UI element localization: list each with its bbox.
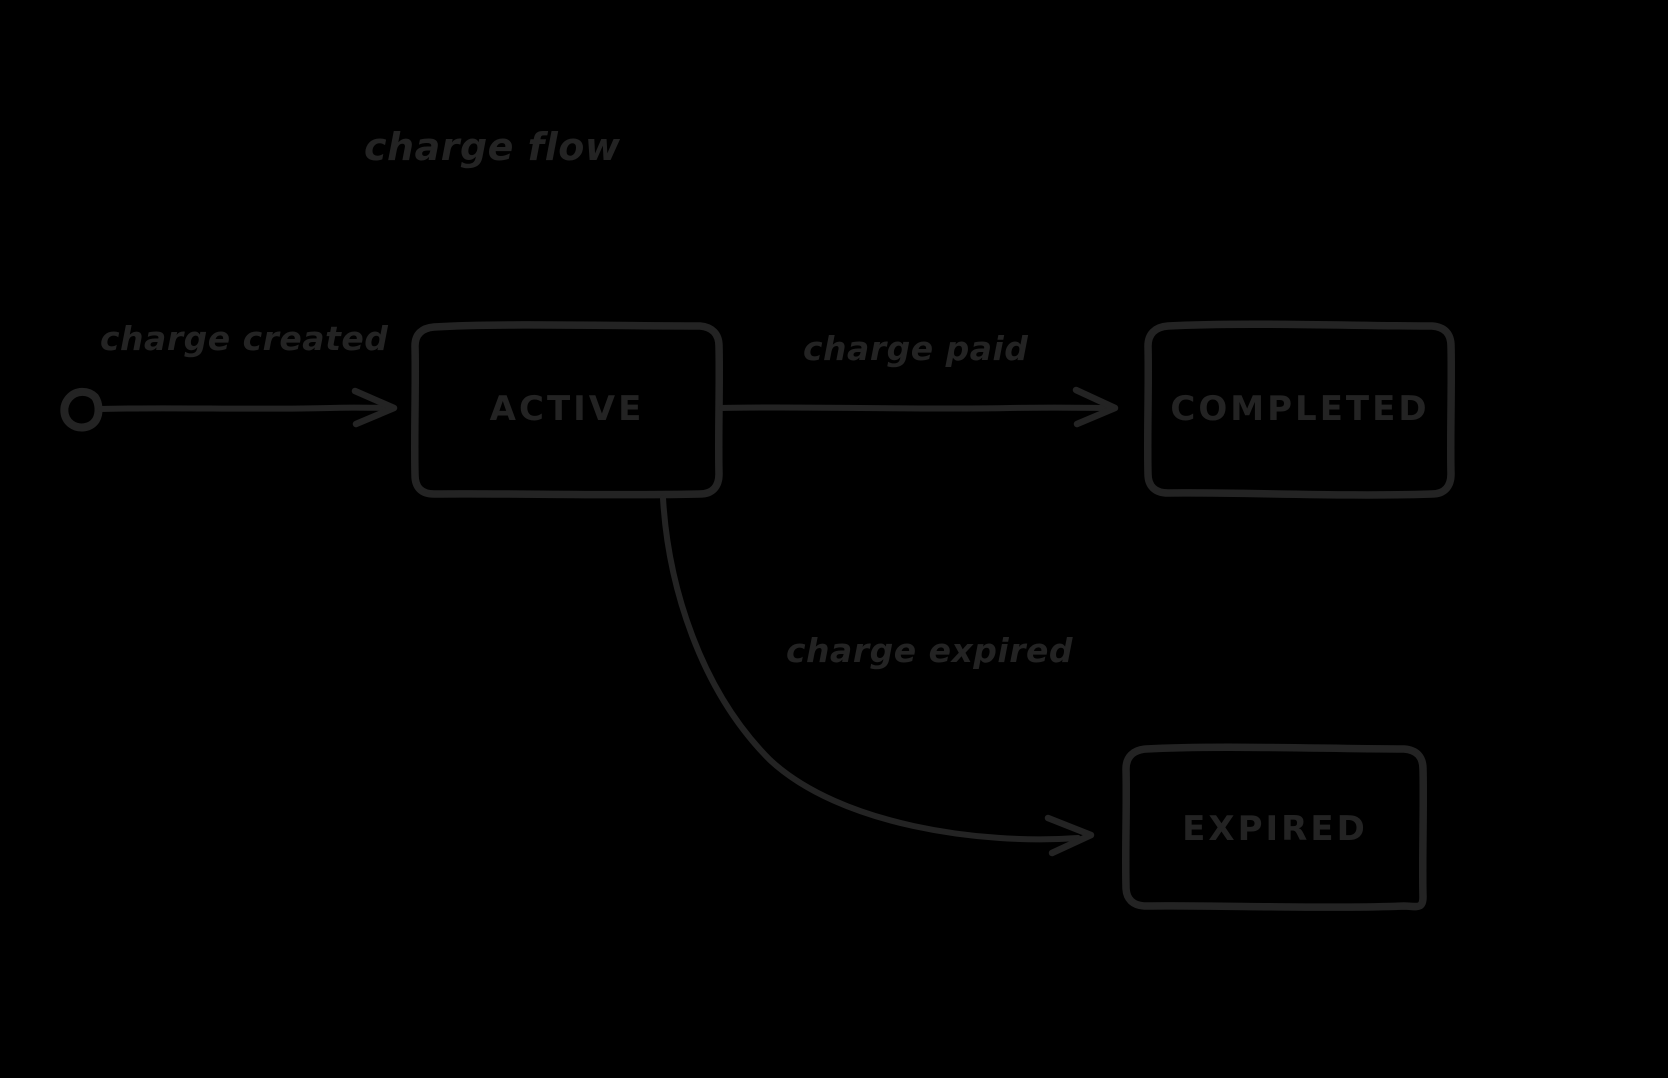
state-node-expired[interactable]: EXPIRED [1121, 743, 1428, 911]
arrowhead-charge-expired [1044, 814, 1095, 857]
arrowhead-charge-created [351, 387, 398, 428]
edge-charge-created[interactable]: charge created [97, 319, 398, 428]
initial-state-circle [60, 387, 103, 432]
edge-line-charge-paid [719, 404, 1115, 412]
edge-charge-paid[interactable]: charge paid [719, 329, 1119, 428]
arrowhead-charge-paid [1072, 386, 1119, 428]
diagram-title: charge flow [364, 125, 621, 169]
edge-line-charge-created [97, 404, 395, 412]
edge-line-charge-expired [660, 495, 1081, 843]
state-box-active [410, 321, 724, 499]
initial-state-node[interactable] [60, 387, 103, 432]
state-node-active[interactable]: ACTIVE [410, 321, 724, 499]
edge-label-charge-expired: charge expired [786, 631, 1073, 670]
state-box-expired [1121, 743, 1428, 911]
edge-label-charge-paid: charge paid [803, 329, 1028, 368]
state-label-expired: EXPIRED [1182, 809, 1368, 849]
state-box-completed [1143, 320, 1456, 499]
state-label-completed: COMPLETED [1170, 389, 1429, 429]
edge-charge-expired[interactable]: charge expired [660, 495, 1095, 857]
edge-label-charge-created: charge created [100, 319, 388, 358]
state-node-completed[interactable]: COMPLETED [1143, 320, 1456, 499]
state-label-active: ACTIVE [490, 389, 645, 429]
